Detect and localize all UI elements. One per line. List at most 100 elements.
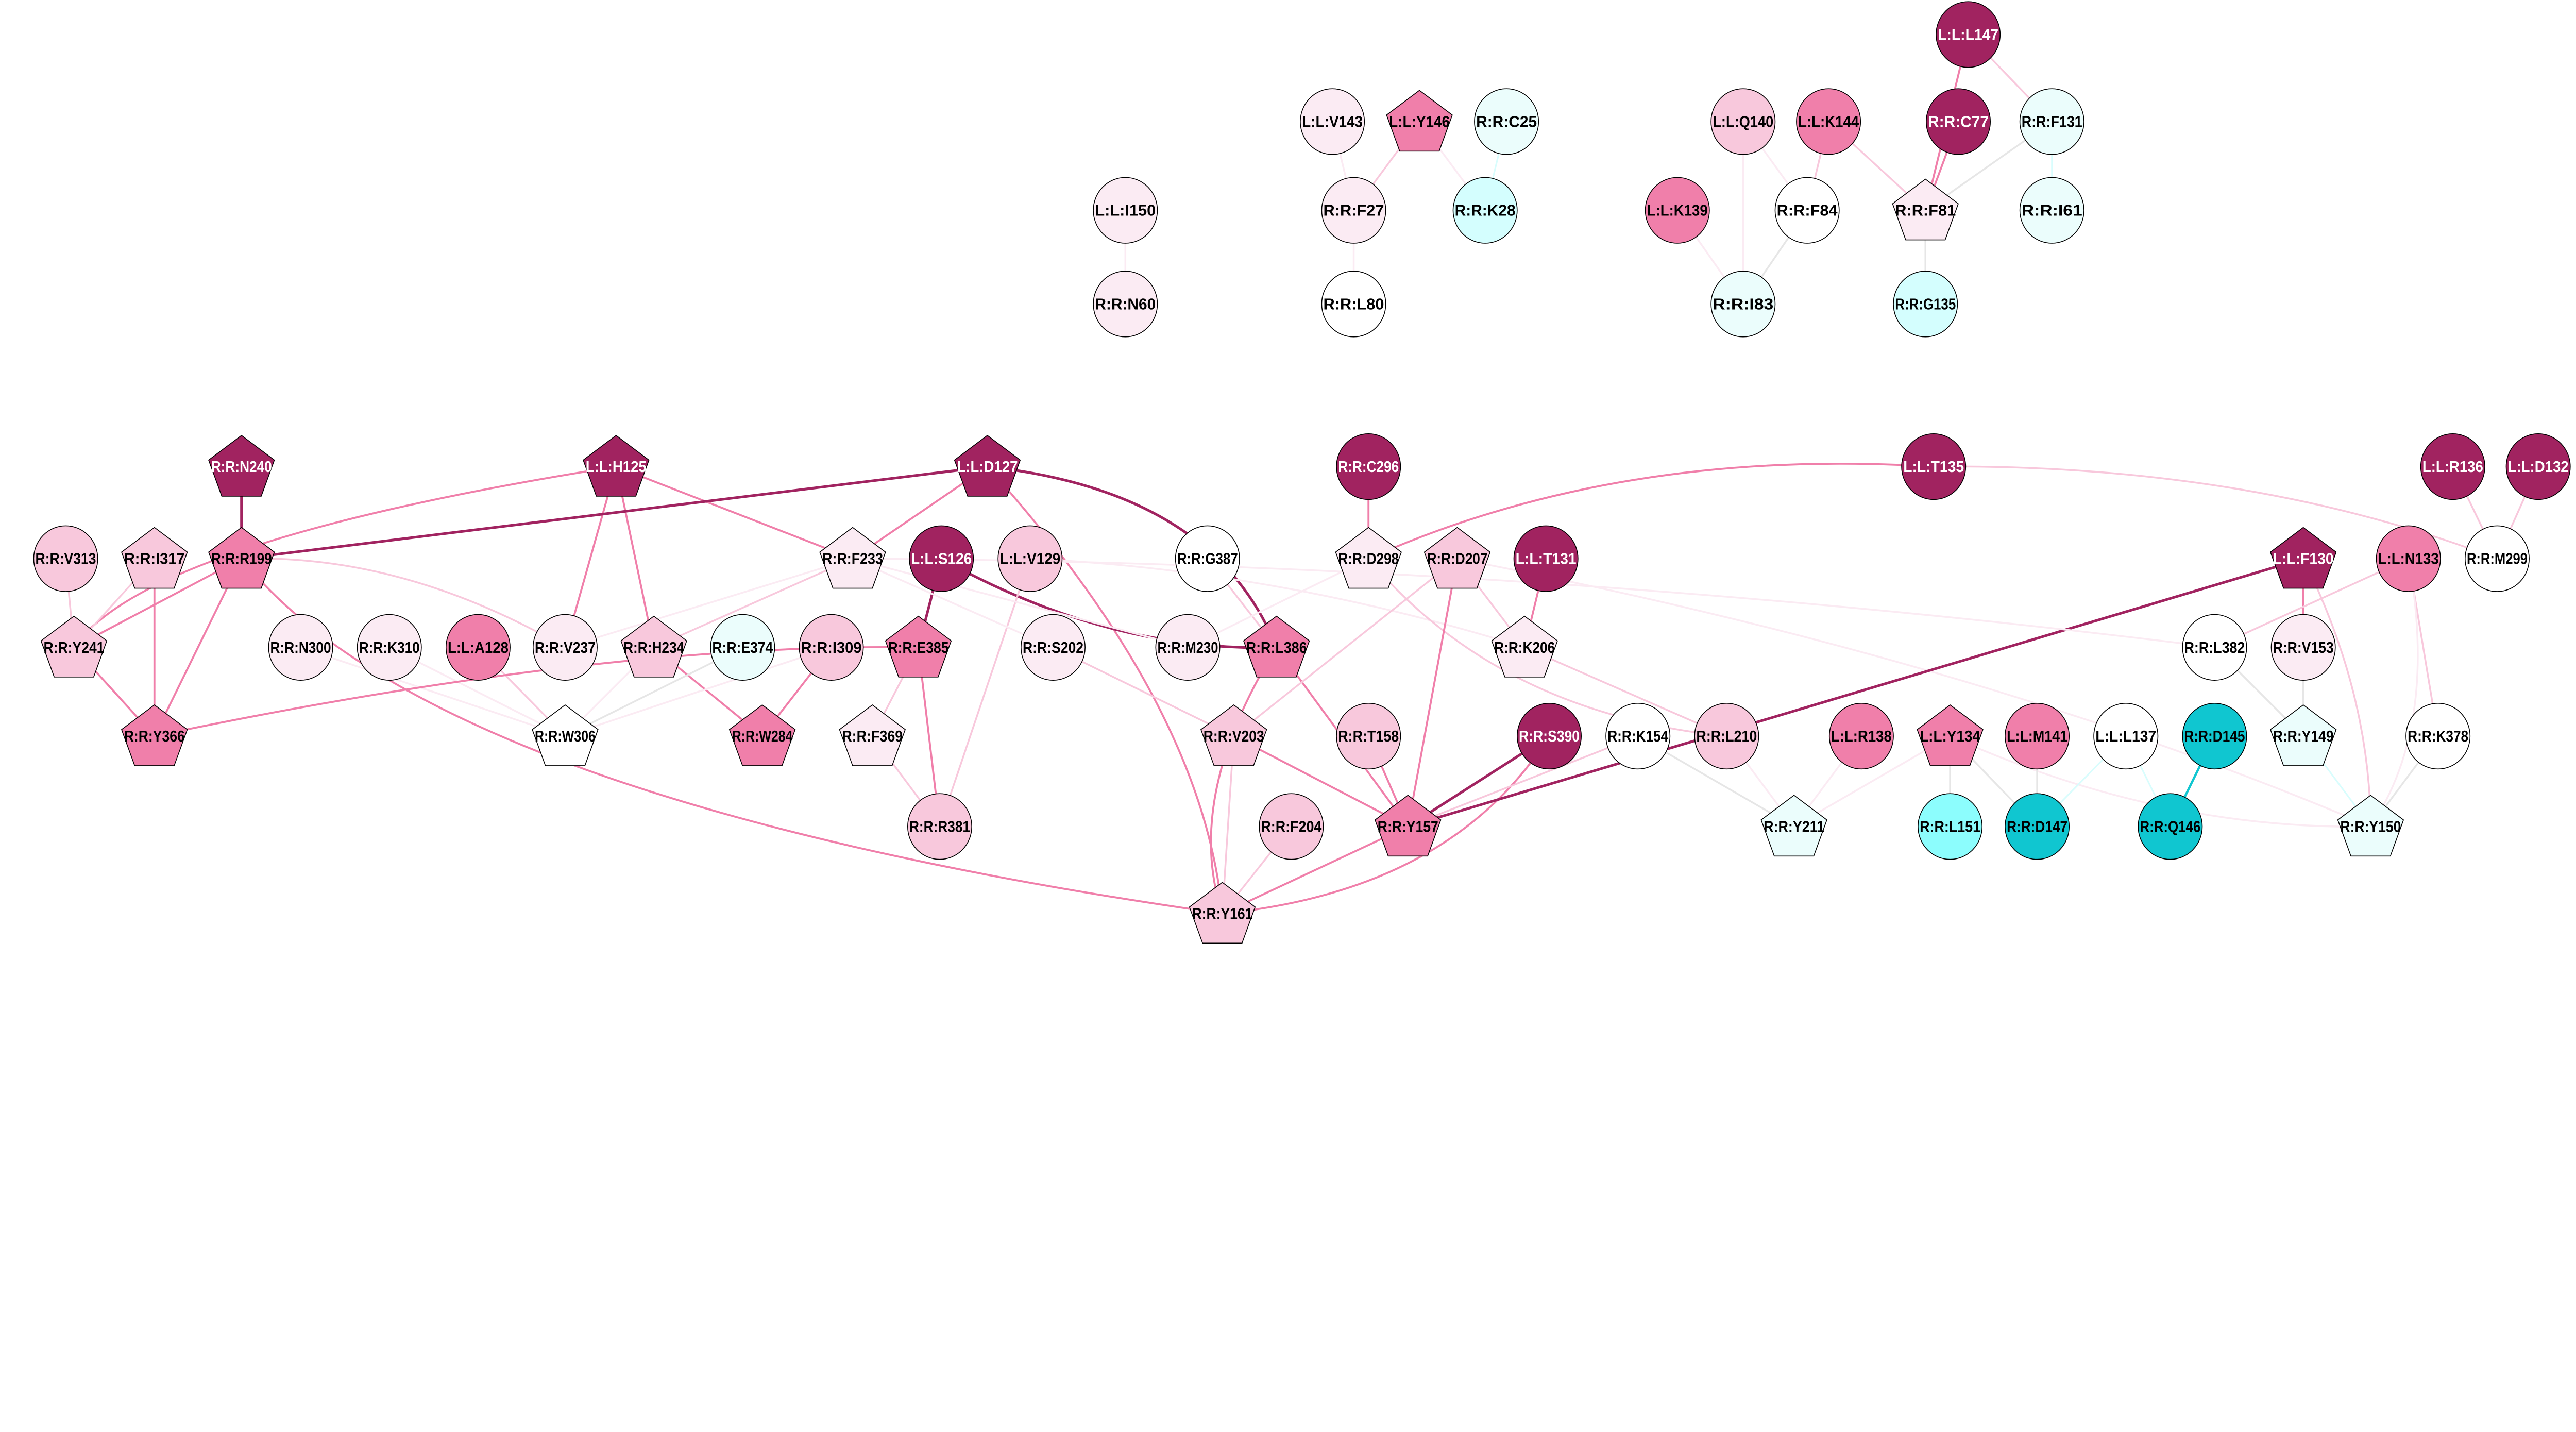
node-r-r-n240[interactable]: R:R:N240 bbox=[208, 435, 275, 497]
node-label: L:L:T135 bbox=[1903, 459, 1964, 476]
node-r-r-y149[interactable]: R:R:Y149 bbox=[2269, 704, 2337, 766]
node-r-r-l382[interactable]: R:R:L382 bbox=[2182, 614, 2247, 681]
node-r-r-e374[interactable]: R:R:E374 bbox=[710, 614, 775, 681]
node-r-r-l386[interactable]: R:R:L386 bbox=[1243, 615, 1310, 678]
node-l-l-l147[interactable]: L:L:L147 bbox=[1936, 1, 2001, 68]
node-r-r-g387[interactable]: R:R:G387 bbox=[1175, 525, 1240, 592]
node-l-l-h125[interactable]: L:L:H125 bbox=[583, 435, 650, 497]
node-r-r-y150[interactable]: R:R:Y150 bbox=[2337, 795, 2404, 857]
node-r-r-k154[interactable]: R:R:K154 bbox=[1605, 702, 1671, 770]
node-r-r-f84[interactable]: R:R:F84 bbox=[1774, 177, 1840, 244]
ellipse-node-shape bbox=[1259, 793, 1324, 860]
node-l-l-v143[interactable]: L:L:V143 bbox=[1300, 88, 1365, 155]
edge-layer bbox=[64, 33, 2539, 915]
node-r-r-f131[interactable]: R:R:F131 bbox=[2019, 88, 2084, 155]
node-l-l-a128[interactable]: L:L:A128 bbox=[445, 614, 511, 681]
pentagon-node-shape bbox=[954, 435, 1021, 497]
node-l-l-f130[interactable]: L:L:F130 bbox=[2269, 527, 2337, 589]
node-l-l-m141[interactable]: L:L:M141 bbox=[2005, 702, 2070, 770]
node-r-r-e385[interactable]: R:R:E385 bbox=[885, 615, 952, 678]
node-l-l-n133[interactable]: L:L:N133 bbox=[2376, 525, 2441, 592]
node-label: R:R:N240 bbox=[211, 459, 272, 476]
node-r-r-w284[interactable]: R:R:W284 bbox=[728, 704, 796, 766]
node-r-r-i317[interactable]: R:R:I317 bbox=[121, 527, 188, 589]
node-l-l-t131[interactable]: L:L:T131 bbox=[1513, 525, 1579, 592]
node-r-r-l210[interactable]: R:R:L210 bbox=[1694, 702, 1759, 770]
node-r-r-r381[interactable]: R:R:R381 bbox=[907, 793, 972, 860]
node-r-r-r199[interactable]: R:R:R199 bbox=[208, 527, 275, 589]
node-label: R:R:C25 bbox=[1476, 113, 1537, 130]
node-l-l-d127[interactable]: L:L:D127 bbox=[954, 435, 1021, 497]
node-r-r-l80[interactable]: R:R:L80 bbox=[1321, 271, 1386, 338]
node-r-r-y241[interactable]: R:R:Y241 bbox=[40, 615, 108, 678]
node-r-r-n300[interactable]: R:R:N300 bbox=[268, 614, 333, 681]
node-r-r-i83[interactable]: R:R:I83 bbox=[1710, 271, 1776, 338]
node-r-r-s202[interactable]: R:R:S202 bbox=[1021, 614, 1086, 681]
node-l-l-y134[interactable]: L:L:Y134 bbox=[1917, 704, 1984, 766]
node-r-r-m299[interactable]: R:R:M299 bbox=[2464, 525, 2530, 592]
edge-l-l-d127-to-r-r-l386 bbox=[987, 465, 1278, 648]
node-label: L:L:K144 bbox=[1798, 113, 1859, 130]
node-r-r-c77[interactable]: R:R:C77 bbox=[1926, 88, 1991, 155]
node-r-r-v203[interactable]: R:R:V203 bbox=[1200, 704, 1267, 766]
node-r-r-f81[interactable]: R:R:F81 bbox=[1892, 178, 1959, 241]
node-r-r-s390[interactable]: R:R:S390 bbox=[1517, 702, 1582, 770]
node-r-r-k28[interactable]: R:R:K28 bbox=[1452, 177, 1518, 244]
node-r-r-v153[interactable]: R:R:V153 bbox=[2270, 614, 2336, 681]
node-r-r-d145[interactable]: R:R:D145 bbox=[2182, 702, 2247, 770]
node-r-r-i61[interactable]: R:R:I61 bbox=[2019, 177, 2084, 244]
edge-l-l-h125-to-r-r-h234 bbox=[615, 466, 655, 648]
node-r-r-y366[interactable]: R:R:Y366 bbox=[121, 704, 188, 766]
node-l-l-r136[interactable]: L:L:R136 bbox=[2420, 433, 2485, 500]
node-r-r-t158[interactable]: R:R:T158 bbox=[1336, 702, 1401, 770]
node-r-r-i309[interactable]: R:R:I309 bbox=[799, 614, 864, 681]
node-r-r-k206[interactable]: R:R:K206 bbox=[1491, 615, 1558, 678]
pentagon-node-shape bbox=[620, 615, 687, 678]
pentagon-node-shape bbox=[1200, 704, 1267, 766]
pentagon-node-shape bbox=[1189, 882, 1256, 944]
node-r-r-c296[interactable]: R:R:C296 bbox=[1336, 433, 1401, 500]
node-l-l-l137[interactable]: L:L:L137 bbox=[2093, 702, 2159, 770]
node-r-r-d298[interactable]: R:R:D298 bbox=[1335, 527, 1402, 589]
node-r-r-d147[interactable]: R:R:D147 bbox=[2005, 793, 2070, 860]
node-r-r-v237[interactable]: R:R:V237 bbox=[532, 614, 598, 681]
node-l-l-r138[interactable]: L:L:R138 bbox=[1828, 702, 1894, 770]
node-l-l-k139[interactable]: L:L:K139 bbox=[1645, 177, 1710, 244]
edge-r-r-d207-to-r-r-y157 bbox=[1406, 558, 1459, 827]
node-r-r-v313[interactable]: R:R:V313 bbox=[33, 525, 98, 592]
node-label: R:R:K206 bbox=[1494, 639, 1555, 656]
node-r-r-g135[interactable]: R:R:G135 bbox=[1893, 271, 1958, 338]
node-r-r-l151[interactable]: R:R:L151 bbox=[1918, 793, 1983, 860]
ellipse-node-shape bbox=[2019, 177, 2084, 244]
ellipse-node-shape bbox=[2138, 793, 2203, 860]
node-r-r-n60[interactable]: R:R:N60 bbox=[1093, 271, 1158, 338]
node-r-r-d207[interactable]: R:R:D207 bbox=[1423, 527, 1491, 589]
node-r-r-k310[interactable]: R:R:K310 bbox=[357, 614, 422, 681]
pentagon-node-shape bbox=[208, 527, 275, 589]
node-r-r-c25[interactable]: R:R:C25 bbox=[1474, 88, 1539, 155]
node-r-r-k378[interactable]: R:R:K378 bbox=[2405, 702, 2471, 770]
node-r-r-f233[interactable]: R:R:F233 bbox=[819, 527, 886, 589]
pentagon-node-shape bbox=[1423, 527, 1491, 589]
edge-r-r-h234-to-r-r-f233 bbox=[653, 558, 853, 648]
node-label: R:R:F81 bbox=[1895, 203, 1956, 220]
node-r-r-f369[interactable]: R:R:F369 bbox=[839, 704, 906, 766]
node-r-r-f27[interactable]: R:R:F27 bbox=[1321, 177, 1386, 244]
node-l-l-d132[interactable]: L:L:D132 bbox=[2505, 433, 2571, 500]
node-r-r-w306[interactable]: R:R:W306 bbox=[532, 704, 599, 766]
node-r-r-y211[interactable]: R:R:Y211 bbox=[1760, 795, 1827, 857]
node-r-r-m230[interactable]: R:R:M230 bbox=[1155, 614, 1221, 681]
node-l-l-v129[interactable]: L:L:V129 bbox=[997, 525, 1063, 592]
node-r-r-y157[interactable]: R:R:Y157 bbox=[1375, 795, 1442, 857]
node-r-r-h234[interactable]: R:R:H234 bbox=[620, 615, 687, 678]
ellipse-node-shape bbox=[2182, 702, 2247, 770]
node-r-r-y161[interactable]: R:R:Y161 bbox=[1189, 882, 1256, 944]
node-l-l-t135[interactable]: L:L:T135 bbox=[1901, 433, 1967, 500]
node-l-l-y146[interactable]: L:L:Y146 bbox=[1386, 90, 1453, 152]
node-l-l-s126[interactable]: L:L:S126 bbox=[909, 525, 974, 592]
node-r-r-f204[interactable]: R:R:F204 bbox=[1259, 793, 1324, 860]
node-l-l-q140[interactable]: L:L:Q140 bbox=[1710, 88, 1776, 155]
node-l-l-i150[interactable]: L:L:I150 bbox=[1093, 177, 1158, 244]
node-l-l-k144[interactable]: L:L:K144 bbox=[1796, 88, 1861, 155]
node-r-r-q146[interactable]: R:R:Q146 bbox=[2138, 793, 2203, 860]
